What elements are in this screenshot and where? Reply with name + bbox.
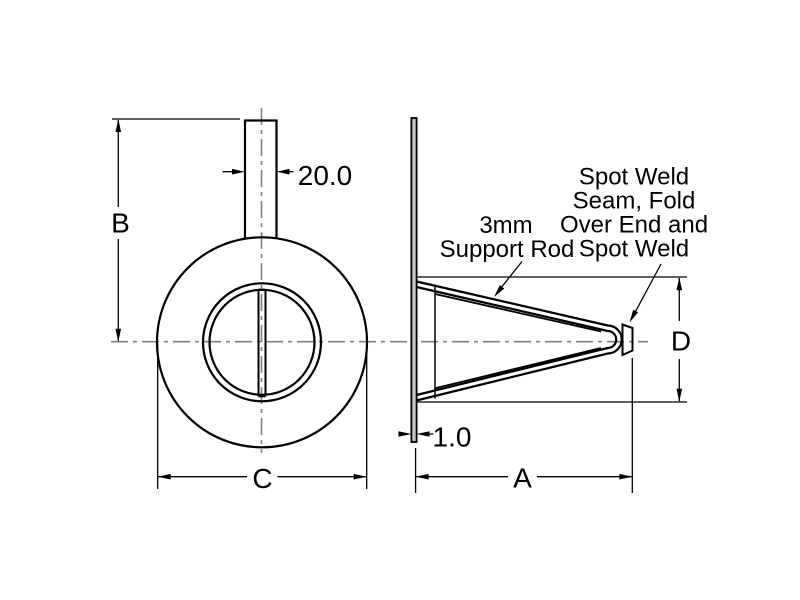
- outer-disc-circle: [155, 236, 369, 449]
- spot-weld-leader-line: [630, 263, 662, 320]
- spot-weld-annotation: Spot Weld Seam, Fold Over End and Spot W…: [560, 164, 708, 263]
- dim-1-arrow-right: [416, 431, 430, 437]
- dim-c-label: C: [252, 463, 272, 494]
- dim-a-arrow-right: [619, 473, 633, 480]
- arrowheads-group: [115, 119, 683, 480]
- dim-a-arrow-left: [415, 473, 429, 480]
- dimension-lines-group: [112, 118, 687, 493]
- dim-1-arrow-left: [398, 431, 412, 437]
- front-view: [155, 119, 369, 449]
- dim-a-label: A: [513, 463, 532, 494]
- side-strip-bar: [410, 117, 418, 443]
- spot-weld-note-line2: Seam, Fold: [573, 188, 696, 215]
- dim-c-arrow-left: [157, 473, 171, 480]
- dim-b-arrow-down: [115, 328, 122, 342]
- strip-thickness-label: 1.0: [433, 422, 472, 453]
- cone-wall-bottom-line: [434, 347, 602, 390]
- dim-b-arrow-up: [115, 119, 122, 132]
- front-support-rod: [257, 288, 267, 398]
- cone-wall-top-line: [434, 293, 602, 333]
- support-rod-leader-arrowhead: [494, 285, 505, 297]
- spot-weld-note-line4: Spot Weld: [579, 236, 689, 263]
- spot-weld-note-line1: Spot Weld: [579, 164, 689, 191]
- dim-20-arrow-right: [276, 168, 290, 175]
- dim-d-arrow-down: [676, 388, 683, 402]
- centerlines-group: [111, 108, 648, 453]
- dim-b-label: B: [111, 208, 130, 239]
- rod-width-label: 20.0: [298, 160, 353, 191]
- spot-weld-leader-arrowhead: [629, 309, 639, 323]
- cone-rod-inner-contour: [416, 285, 618, 397]
- labels-group: B 20.0 C A D 1.0 3mm Support Rod Spot We…: [111, 160, 708, 494]
- side-view: [410, 117, 634, 443]
- object-outlines-group: [155, 117, 634, 449]
- support-rod-note-line2: Support Rod: [440, 236, 575, 263]
- spot-weld-note-line3: Over End and: [560, 212, 708, 239]
- dim-c-arrow-right: [353, 473, 367, 480]
- dim-d-label: D: [671, 326, 691, 357]
- dim-20-arrow-left: [232, 168, 245, 175]
- support-rod-annotation: 3mm Support Rod: [440, 212, 575, 263]
- folded-tip-piece: [621, 323, 634, 357]
- cone-mouth-outer-circle: [201, 282, 323, 403]
- support-rod-note-line1: 3mm: [479, 212, 532, 239]
- dim-d-arrow-up: [676, 277, 683, 291]
